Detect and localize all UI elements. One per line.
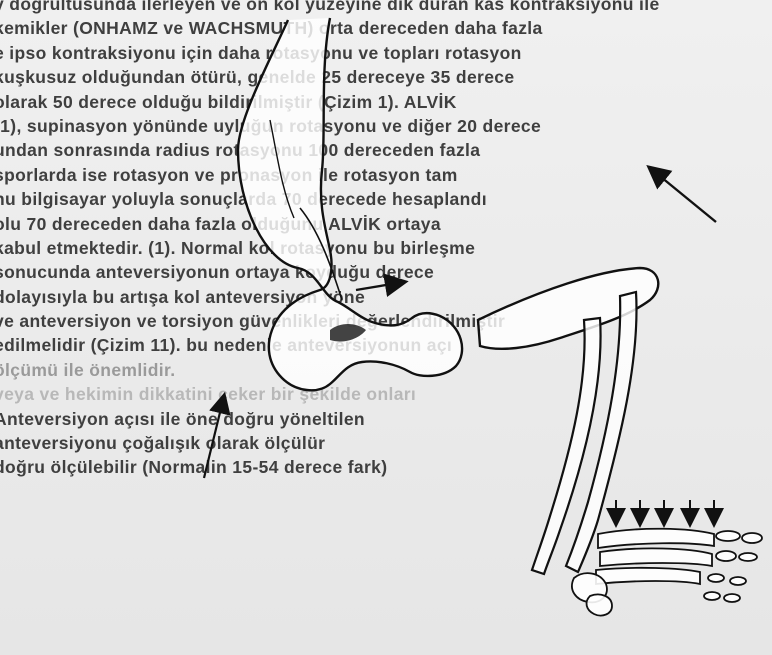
hand-bones <box>572 529 762 616</box>
joint-arrow <box>356 282 404 290</box>
upward-arrow <box>204 396 224 478</box>
downward-force-arrows <box>616 500 714 524</box>
rotation-arrow <box>650 168 716 222</box>
